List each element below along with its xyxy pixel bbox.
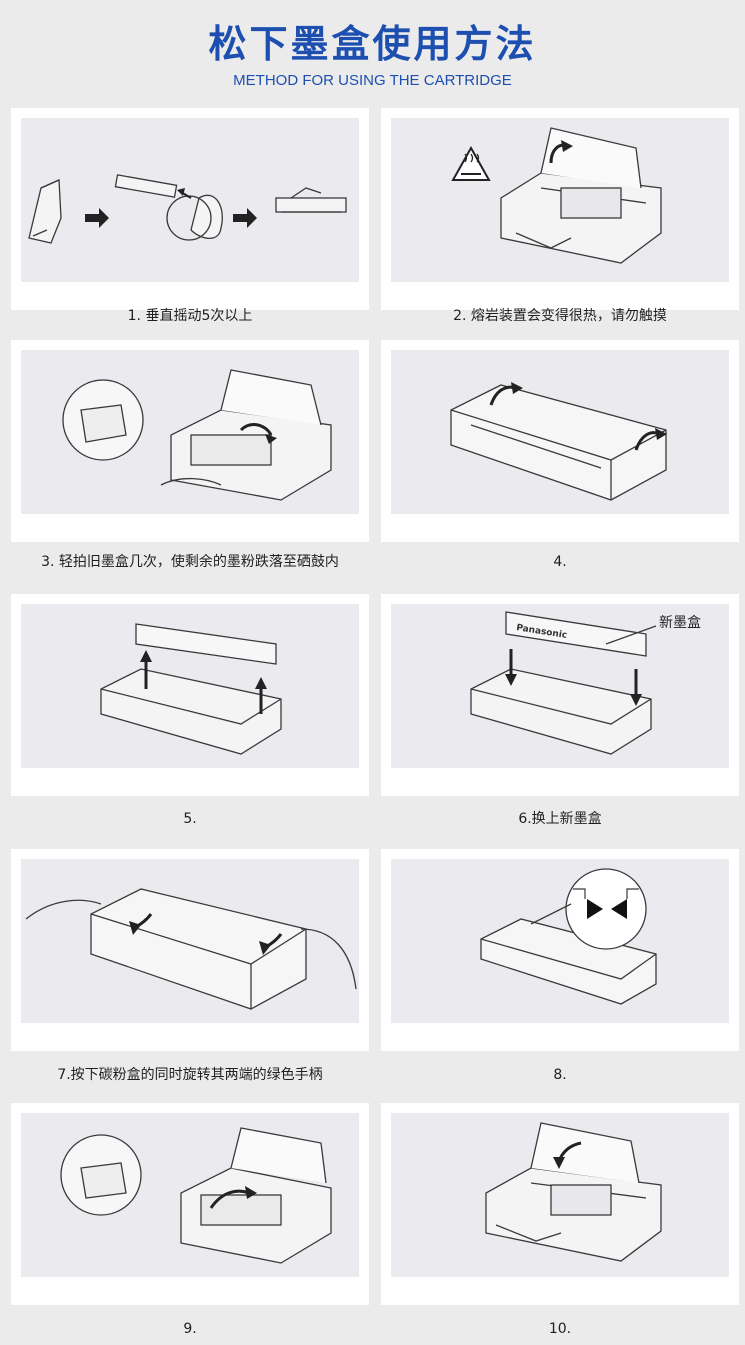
step-10-caption: 10. [548, 1321, 572, 1337]
hot-surface-warning-icon [451, 145, 491, 181]
step-9-card [11, 1103, 369, 1305]
insert-new-cartridge-drawing: Panasonic [470, 611, 657, 755]
step-2-caption: 2. 熔岩装置会变得很热，请勿触摸 [453, 308, 667, 324]
step-6-caption: 6.换上新墨盒 [518, 811, 602, 827]
step-7-illustration [21, 859, 359, 1023]
step-3-card [11, 340, 369, 542]
page-header: 松下墨盒使用方法 METHOD FOR USING THE CARTRIDGE [0, 0, 745, 100]
step-7-card [11, 849, 369, 1051]
step-9-caption: 9. [183, 1321, 197, 1337]
page-subtitle: METHOD FOR USING THE CARTRIDGE [233, 72, 512, 89]
step-10-illustration [391, 1113, 729, 1277]
step-6-illustration: Panasonic [391, 604, 729, 768]
step-8-illustration [391, 859, 729, 1023]
press-and-rotate-drawing [25, 888, 357, 1010]
open-printer-drawing [451, 127, 662, 264]
tap-cartridge-drawing [62, 369, 332, 501]
step-7-caption: 7.按下碳粉盒的同时旋转其两端的绿色手柄 [57, 1067, 323, 1083]
step-1-card [11, 108, 369, 310]
step-3-caption: 3. 轻拍旧墨盒几次，使剩余的墨粉跌落至硒鼓内 [41, 554, 339, 570]
close-printer-drawing [485, 1122, 662, 1262]
rotate-handles-drawing [450, 382, 667, 501]
step-2-illustration [391, 118, 729, 282]
step-4-caption: 4. [553, 554, 567, 570]
shake-cartridge-drawing [28, 174, 347, 244]
page-title: 松下墨盒使用方法 [208, 22, 537, 66]
step-3-illustration [21, 350, 359, 514]
new-cartridge-label: 新墨盒 [659, 615, 701, 631]
arrow-icon [85, 208, 257, 228]
step-8-card [381, 849, 739, 1051]
step-9-illustration [21, 1113, 359, 1277]
alignment-check-drawing [480, 868, 657, 1005]
step-8-caption: 8. [553, 1067, 567, 1083]
step-4-illustration [391, 350, 729, 514]
step-4-card [381, 340, 739, 542]
remove-old-cartridge-drawing [100, 623, 282, 755]
step-5-illustration [21, 604, 359, 768]
step-2-card [381, 108, 739, 310]
step-1-caption: 1. 垂直摇动5次以上 [127, 308, 253, 324]
step-5-card [11, 594, 369, 796]
step-6-card: Panasonic 新墨盒 [381, 594, 739, 796]
step-5-caption: 5. [183, 811, 197, 827]
step-10-card [381, 1103, 739, 1305]
step-1-illustration [21, 118, 359, 282]
alignment-triangles-icon [587, 899, 627, 919]
reinstall-drum-drawing [60, 1127, 332, 1264]
